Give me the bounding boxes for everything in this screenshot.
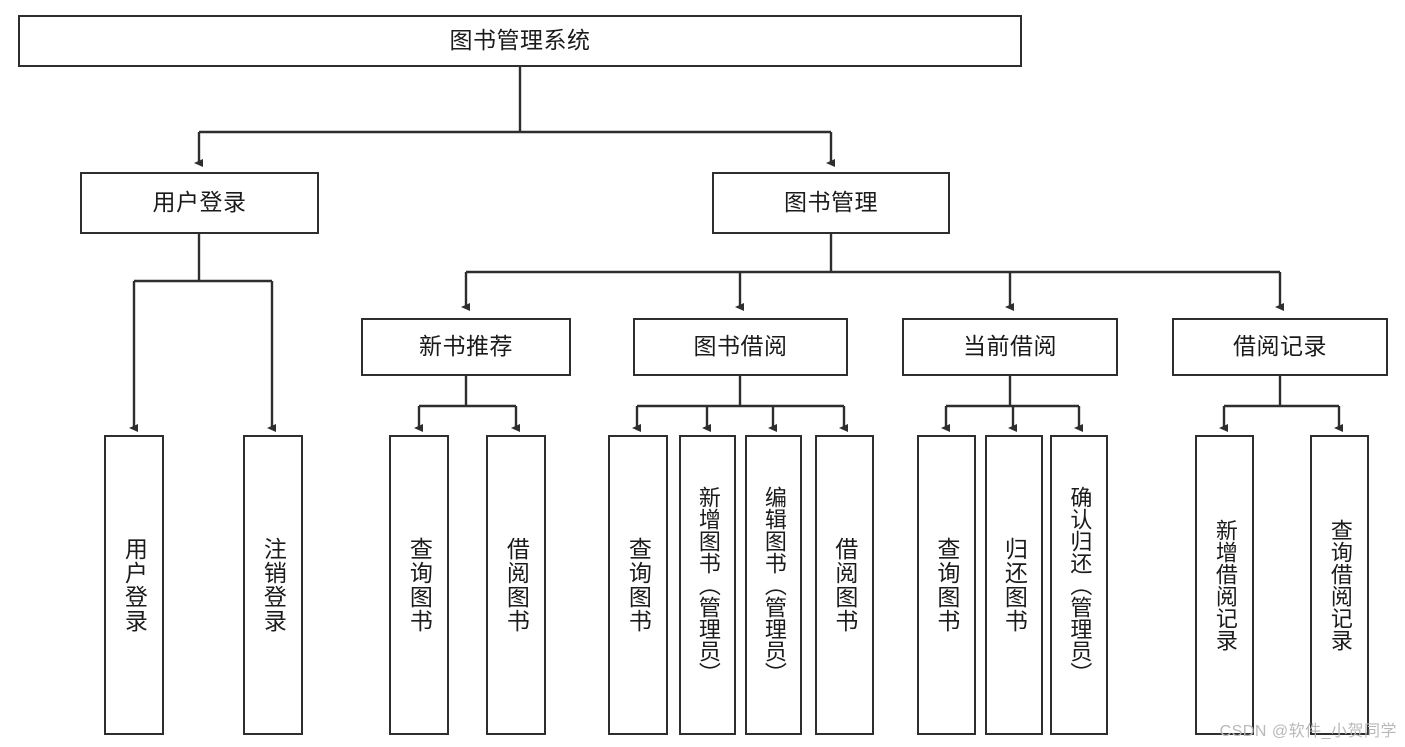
node-label: 用户登录 <box>121 537 148 633</box>
leaf-book-borrow-add-book-admin[interactable]: 新增图书（管理员） <box>679 435 736 735</box>
node-label: 归还图书 <box>1001 537 1028 633</box>
node-label: 新增借阅记录 <box>1212 519 1238 651</box>
leaf-current-borrow-query-book[interactable]: 查询图书 <box>917 435 976 735</box>
csdn-watermark: CSDN @软件_小贺同学 <box>1219 723 1397 740</box>
node-label: 新增图书（管理员） <box>695 486 721 684</box>
leaf-current-borrow-confirm-return-admin[interactable]: 确认归还（管理员） <box>1050 435 1108 735</box>
leaf-current-borrow-return-book[interactable]: 归还图书 <box>985 435 1043 735</box>
node-label: 图书借阅 <box>693 333 788 360</box>
node-label: 借阅记录 <box>1233 333 1327 360</box>
node-root-book-management-system[interactable]: 图书管理系统 <box>18 15 1022 67</box>
node-borrow-record[interactable]: 借阅记录 <box>1172 318 1388 376</box>
node-label: 编辑图书（管理员） <box>761 486 787 684</box>
node-label: 查询图书 <box>625 537 652 633</box>
node-new-book-recommend[interactable]: 新书推荐 <box>361 318 571 376</box>
node-label: 查询图书 <box>406 537 433 633</box>
node-label: 借阅图书 <box>503 537 530 633</box>
node-label: 图书管理系统 <box>449 27 591 54</box>
leaf-user-login-login[interactable]: 用户登录 <box>104 435 164 735</box>
node-label: 查询图书 <box>933 537 960 633</box>
node-label: 用户登录 <box>152 189 247 216</box>
leaf-new-book-query-book[interactable]: 查询图书 <box>389 435 449 735</box>
node-label: 当前借阅 <box>963 333 1057 360</box>
node-user-login[interactable]: 用户登录 <box>80 172 319 234</box>
node-label: 查询借阅记录 <box>1327 519 1353 651</box>
node-label: 借阅图书 <box>831 537 858 633</box>
leaf-book-borrow-borrow-book[interactable]: 借阅图书 <box>815 435 874 735</box>
node-book-borrow[interactable]: 图书借阅 <box>633 318 848 376</box>
node-label: 注销登录 <box>260 537 287 633</box>
node-label: 图书管理 <box>784 189 878 216</box>
node-book-management[interactable]: 图书管理 <box>712 172 950 234</box>
leaf-borrow-record-query-record[interactable]: 查询借阅记录 <box>1310 435 1369 735</box>
leaf-book-borrow-edit-book-admin[interactable]: 编辑图书（管理员） <box>745 435 802 735</box>
node-current-borrow[interactable]: 当前借阅 <box>902 318 1118 376</box>
leaf-borrow-record-add-record[interactable]: 新增借阅记录 <box>1195 435 1254 735</box>
leaf-user-login-logout[interactable]: 注销登录 <box>243 435 303 735</box>
leaf-book-borrow-query-book[interactable]: 查询图书 <box>608 435 668 735</box>
node-label: 新书推荐 <box>419 333 513 360</box>
leaf-new-book-borrow-book[interactable]: 借阅图书 <box>486 435 546 735</box>
node-label: 确认归还（管理员） <box>1067 486 1093 684</box>
